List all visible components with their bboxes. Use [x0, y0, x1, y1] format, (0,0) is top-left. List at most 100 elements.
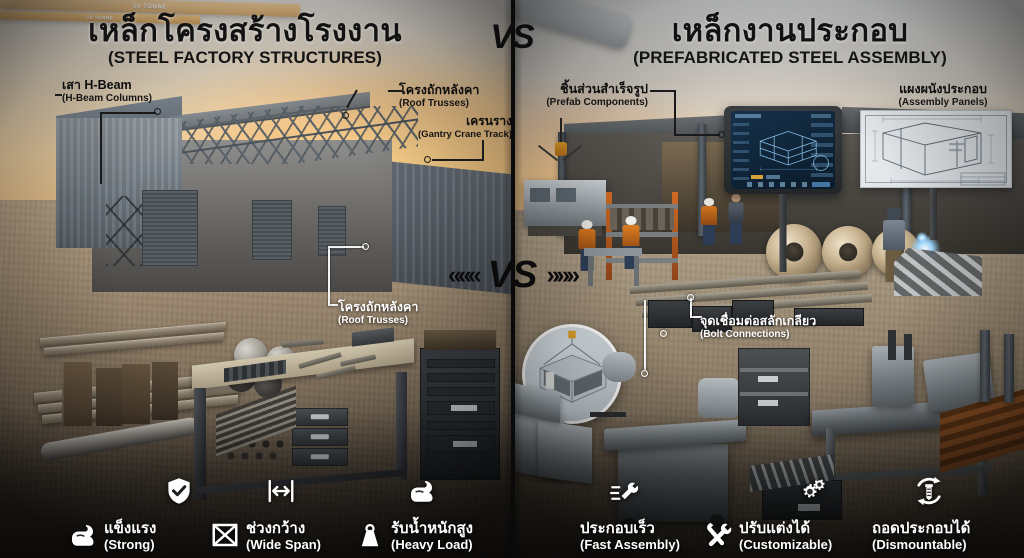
callout-gantry-crane-track-thai: เครนราง	[466, 114, 512, 128]
feature-customizable-english: (Customizable)	[739, 536, 833, 552]
roll-former-column	[888, 330, 896, 360]
worker-vest	[578, 229, 596, 249]
callout-bolt-connections-thai: จุดเชื่อมต่อสลักเกลียว	[700, 314, 817, 328]
parts-rack-shelf-1	[740, 368, 808, 372]
roll-former-column-2	[904, 334, 912, 360]
blueprint-drawing-icon	[872, 116, 1006, 186]
bench-drawer-1	[292, 408, 348, 426]
feature-heavy-load[interactable]: รับน้ำหนักสูง (Heavy Load)	[355, 481, 473, 552]
assembly-trestle	[584, 248, 642, 256]
worker-head	[731, 194, 741, 202]
feature-dismountable-thai: ถอดประกอบได้	[872, 520, 971, 538]
feature-wide-span-icon-slot	[210, 520, 240, 550]
leader-bolt-connections-b	[638, 300, 652, 377]
wrench-screwdriver-icon	[707, 522, 732, 547]
worker-shirt	[728, 202, 744, 222]
assembly-blueprint-panel	[860, 110, 1012, 188]
feature-heavy-load-icon-slot	[355, 520, 385, 550]
callout-roof-trusses-lower-thai: โครงถักหลังคา	[338, 300, 419, 314]
feature-dismountable[interactable]: ถอดประกอบได้ (Dismountable)	[866, 476, 970, 552]
vertical-steel-post-1	[980, 330, 990, 402]
square-tube-bundle-1	[648, 300, 692, 328]
callout-assembly-panels: แผงผนังประกอบ (Assembly Panels)	[868, 82, 1018, 109]
rack-shelf-2	[606, 232, 678, 237]
feature-strong-text: แข็งแรง (Strong)	[104, 521, 156, 552]
header-bar: เหล็กโครงสร้างโรงงาน (STEEL FACTORY STRU…	[0, 0, 1024, 80]
feature-dismountable-text: ถอดประกอบได้ (Dismountable)	[872, 521, 970, 552]
center-vs-badge: ««« VS »»»	[447, 256, 580, 294]
callout-bolt-connections-english: (Bolt Connections)	[700, 329, 790, 341]
leader-gantry-crane-track	[420, 140, 492, 170]
worker-standing-rear	[726, 194, 746, 244]
welding-helmet-icon	[887, 208, 901, 220]
chevron-left-icon: «««	[447, 260, 482, 289]
leader-roof-trusses-upper	[330, 89, 402, 130]
tool-chest-top-tools	[424, 330, 496, 350]
callout-gantry-crane-track-english: (Gantry Crane Track)	[418, 128, 512, 140]
leader-bolt-connections-c	[660, 330, 674, 342]
left-title-thai: เหล็กโครงสร้างโรงงาน	[88, 13, 402, 48]
feature-strong-english: (Strong)	[104, 536, 155, 552]
leader-roof-trusses-lower	[328, 242, 374, 306]
bench-drawer-label-1	[310, 414, 330, 420]
worker-helmet	[625, 216, 637, 225]
vertical-steel-post-2	[1004, 334, 1014, 402]
parts-rack	[738, 348, 810, 426]
feature-heavy-load-thai: รับน้ำหนักสูง	[391, 520, 473, 538]
recycle-bolt-icon	[917, 476, 941, 506]
callout-gantry-crane-track: เครนราง (Gantry Crane Track)	[418, 114, 512, 141]
welding-spark	[916, 232, 928, 244]
callout-h-beam-columns-english: (H-Beam Columns)	[62, 93, 153, 105]
band-saw-motor	[602, 352, 636, 382]
feature-dismountable-english: (Dismountable)	[872, 536, 967, 552]
rugged-tablet-cad-display[interactable]	[724, 106, 842, 272]
angle-piece-stack	[894, 248, 982, 296]
square-tube-stock-3	[122, 364, 150, 424]
roller-door-1	[142, 190, 198, 266]
steel-coil-1	[766, 224, 822, 280]
feature-customizable-gears-slot	[797, 476, 827, 506]
crane-hook	[555, 142, 567, 156]
feature-bar: แข็งแรง (Strong)	[0, 472, 1024, 558]
square-tube-stock-4	[152, 362, 178, 420]
feature-customizable-text: ปรับแต่งได้ (Customizable)	[739, 521, 832, 552]
worker-bench-center	[698, 198, 720, 246]
feature-wide-span[interactable]: ช่วงกว้าง (Wide Span)	[210, 479, 321, 552]
parts-rack-shelf-2	[740, 392, 808, 396]
parts-rack-label-1	[758, 376, 778, 382]
callout-roof-trusses-upper-english: (Roof Trusses)	[399, 98, 470, 110]
rolling-tool-chest	[420, 348, 500, 480]
assembly-trestle-leg-1	[588, 256, 593, 286]
welder-jacket	[883, 220, 905, 250]
feature-fast-assembly-english: (Fast Assembly)	[580, 536, 680, 552]
callout-roof-trusses-lower: โครงถักหลังคา (Roof Trusses)	[338, 300, 418, 327]
feature-heavy-load-english: (Heavy Load)	[391, 536, 473, 552]
speed-wrench-icon	[610, 482, 639, 500]
coil-bore-1	[784, 242, 804, 262]
square-tube-stock-2	[96, 368, 122, 426]
worker-vest	[701, 206, 717, 225]
feature-strong[interactable]: แข็งแรง (Strong)	[68, 478, 190, 552]
callout-assembly-panels-english: (Assembly Panels)	[898, 97, 988, 109]
tablet-stand	[779, 194, 787, 272]
feature-wide-span-arrow-slot	[266, 476, 296, 506]
horizontal-arrows-icon	[268, 479, 294, 503]
band-saw-wheel-housing	[698, 378, 740, 418]
feature-customizable-icon-slot	[703, 520, 733, 550]
feature-customizable[interactable]: ปรับแต่งได้ (Customizable)	[703, 479, 832, 552]
worker-legs	[703, 225, 715, 245]
leader-prefab-components	[650, 90, 732, 148]
span-box-icon	[212, 523, 238, 547]
callout-bolt-connections: จุดเชื่อมต่อสลักเกลียว (Bolt Connections…	[700, 314, 816, 341]
feature-dismountable-icon-slot	[912, 474, 946, 508]
feature-fast-assembly-thai: ประกอบเร็ว	[580, 520, 655, 538]
header-vs-label: VS	[490, 18, 534, 56]
callout-assembly-panels-thai: แผงผนังประกอบ	[899, 82, 987, 96]
tablet-screen[interactable]	[731, 111, 835, 189]
bench-drawer-3	[292, 448, 348, 466]
feature-fast-assembly[interactable]: ประกอบเร็ว (Fast Assembly)	[574, 482, 680, 552]
callout-h-beam-columns: เสา H-Beam (H-Beam Columns)	[62, 78, 152, 105]
feature-strong-thai: แข็งแรง	[104, 520, 157, 538]
left-title-english: (STEEL FACTORY STRUCTURES)	[108, 48, 382, 68]
